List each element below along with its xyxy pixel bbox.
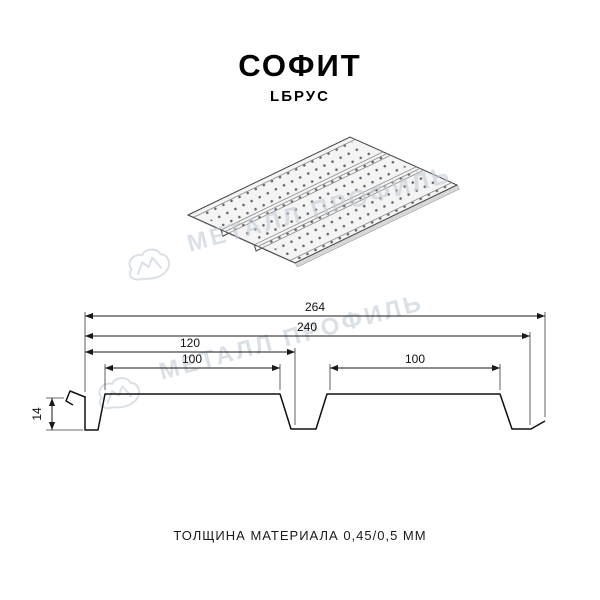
dim-working-label: 240 bbox=[297, 320, 317, 334]
panel-hem-line-far bbox=[193, 139, 356, 218]
panel-groove-line bbox=[254, 166, 417, 246]
page-title: СОФИТ bbox=[238, 48, 362, 83]
dim-edge-height-label: 14 bbox=[30, 407, 44, 421]
metall-profil-logo-icon bbox=[128, 248, 171, 281]
cross-section-drawing: 264 240 120 100 100 bbox=[30, 300, 546, 431]
panel-end-fold bbox=[187, 214, 296, 264]
panel-groove-line bbox=[221, 151, 384, 231]
dim-overall-width: 264 bbox=[85, 300, 545, 320]
dim-pan-right: 100 bbox=[330, 352, 500, 372]
panel-3d-illustration bbox=[186, 136, 460, 268]
panel-groove-line bbox=[224, 153, 388, 232]
dim-to-groove: 120 bbox=[85, 336, 295, 356]
panel-groove-line bbox=[261, 169, 424, 249]
dim-pan-right-label: 100 bbox=[405, 352, 425, 366]
material-thickness-note: ТОЛЩИНА МАТЕРИАЛА 0,45/0,5 ММ bbox=[173, 528, 427, 543]
profile-outline bbox=[65, 390, 546, 431]
dim-pan-left-label: 100 bbox=[182, 352, 202, 366]
panel-perforation bbox=[196, 141, 451, 260]
dim-overall-label: 264 bbox=[305, 300, 325, 314]
dim-working-width: 240 bbox=[85, 320, 530, 340]
panel-hem-line-near bbox=[289, 182, 452, 261]
panel-groove-line bbox=[228, 154, 391, 234]
panel-groove-line bbox=[257, 168, 421, 247]
dim-pan-left: 100 bbox=[105, 352, 280, 372]
dim-edge-height: 14 bbox=[30, 398, 56, 430]
page-subtitle: LБРУС bbox=[270, 88, 330, 105]
dim-groove-label: 120 bbox=[180, 336, 200, 350]
metall-profil-logo-icon bbox=[98, 377, 141, 409]
